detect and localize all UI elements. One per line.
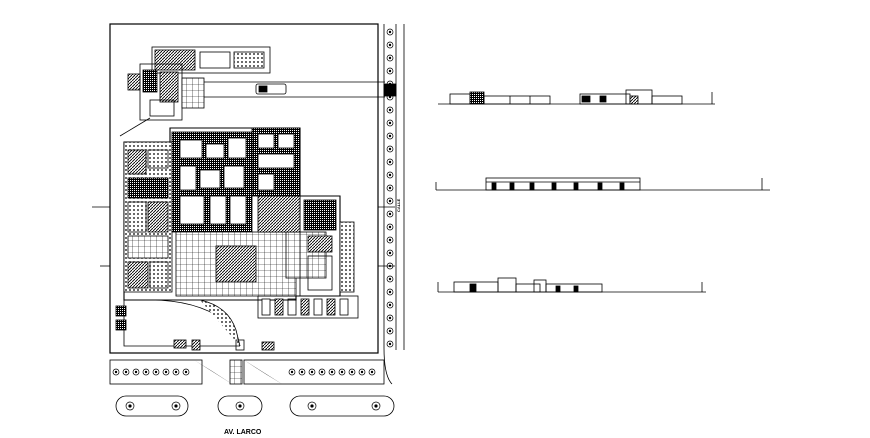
tree-symbol xyxy=(386,80,394,88)
tree-symbol xyxy=(122,368,130,376)
tree-symbol xyxy=(386,301,394,309)
tree-symbol xyxy=(386,145,394,153)
tree-symbol xyxy=(112,368,120,376)
tree-symbol xyxy=(152,368,160,376)
site-plan xyxy=(92,23,405,417)
street-label: AV. LARCO xyxy=(224,429,262,436)
tree-symbol xyxy=(386,41,394,49)
tree-symbol xyxy=(386,171,394,179)
trees xyxy=(112,28,394,411)
tree-symbol xyxy=(172,368,180,376)
tree-symbol xyxy=(386,327,394,335)
east-sidewalk xyxy=(383,24,405,385)
tree-symbol xyxy=(338,368,346,376)
south-sidewalk xyxy=(109,359,385,385)
tree-symbol xyxy=(386,236,394,244)
tree-symbol xyxy=(162,368,170,376)
tree-symbol xyxy=(386,93,394,101)
tree-symbol xyxy=(386,54,394,62)
entrance-plaza xyxy=(115,299,275,351)
tree-symbol xyxy=(308,368,316,376)
main-building xyxy=(123,127,355,301)
tree-symbol xyxy=(358,368,366,376)
tree-symbol xyxy=(288,368,296,376)
tree-symbol xyxy=(348,368,356,376)
elevation-1 xyxy=(438,89,715,105)
tree-symbol xyxy=(298,368,306,376)
tree-symbol xyxy=(171,401,181,411)
tree-symbol xyxy=(371,401,381,411)
tree-symbol xyxy=(386,340,394,348)
tree-symbol xyxy=(386,106,394,114)
tree-symbol xyxy=(386,210,394,218)
tree-symbol xyxy=(235,401,245,411)
parking-row xyxy=(257,295,359,319)
median-planters xyxy=(115,395,395,417)
top-annex xyxy=(119,46,271,137)
tree-symbol xyxy=(386,28,394,36)
tree-symbol xyxy=(386,132,394,140)
tree-symbol xyxy=(318,368,326,376)
tree-symbol xyxy=(386,275,394,283)
tree-symbol xyxy=(386,158,394,166)
tree-symbol xyxy=(386,223,394,231)
parked-car xyxy=(255,83,287,95)
driveway xyxy=(204,81,385,98)
tree-symbol xyxy=(386,314,394,322)
tree-symbol xyxy=(386,197,394,205)
tree-symbol xyxy=(386,288,394,296)
property-boundary xyxy=(109,23,379,354)
elevation-3 xyxy=(437,277,706,293)
tree-symbol xyxy=(386,67,394,75)
tree-symbol xyxy=(132,368,140,376)
tree-symbol xyxy=(386,262,394,270)
tree-symbol xyxy=(125,401,135,411)
tree-symbol xyxy=(182,368,190,376)
tree-symbol xyxy=(386,249,394,257)
tree-symbol xyxy=(328,368,336,376)
side-street-label: CALLE xyxy=(396,198,401,212)
tree-symbol xyxy=(368,368,376,376)
tree-symbol xyxy=(386,184,394,192)
tree-symbol xyxy=(307,401,317,411)
tree-symbol xyxy=(142,368,150,376)
elevation-2 xyxy=(435,177,770,191)
tree-symbol xyxy=(386,119,394,127)
